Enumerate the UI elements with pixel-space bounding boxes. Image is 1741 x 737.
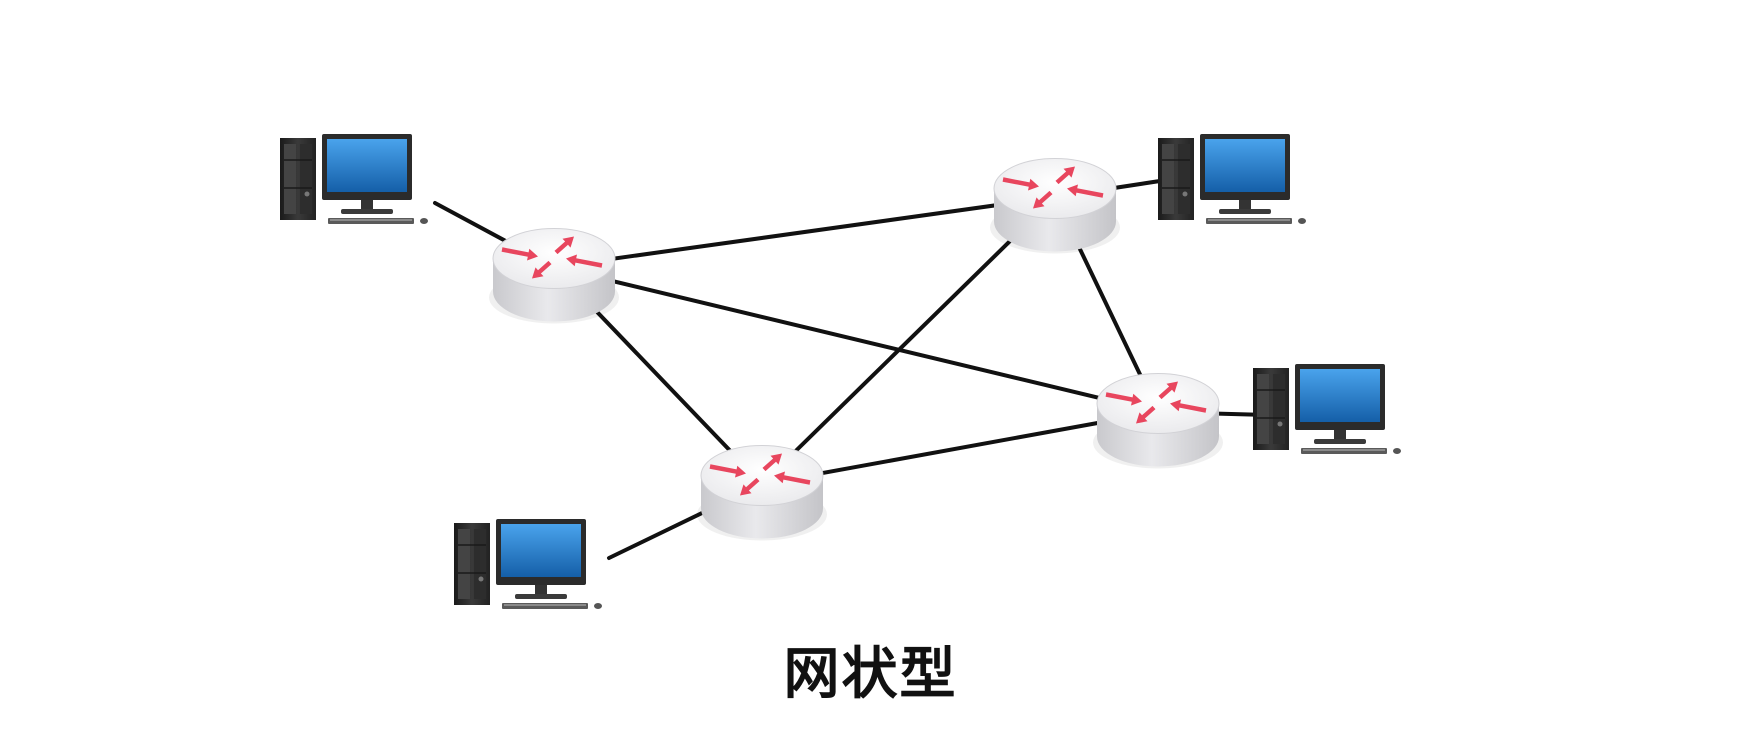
router-1-icon xyxy=(489,228,619,324)
pc-keyboard-keys xyxy=(1208,219,1290,221)
pc-power-led xyxy=(304,191,310,197)
router-top xyxy=(1096,373,1220,434)
pc-tower-bay xyxy=(458,529,470,599)
router-arrow xyxy=(1158,381,1178,400)
router-top xyxy=(492,228,616,289)
link-router-3-router-4 xyxy=(760,410,1160,486)
router-top xyxy=(993,158,1117,219)
router-top xyxy=(700,445,824,506)
nodes-layer xyxy=(280,134,1401,609)
link-router-2-router-3 xyxy=(760,195,1057,486)
router-arrow xyxy=(1055,166,1075,185)
pc-screen xyxy=(1300,369,1380,422)
pc-3-computer-icon xyxy=(1253,364,1401,454)
router-2-icon xyxy=(990,158,1120,254)
router-arrow xyxy=(566,254,603,268)
pc-2-computer-icon xyxy=(1158,134,1306,224)
link-router-1-router-2 xyxy=(552,195,1057,269)
link-router-1-router-4 xyxy=(552,265,1160,414)
pc-tower-bay xyxy=(1257,374,1269,444)
pc-stand xyxy=(361,200,373,209)
pc-mouse xyxy=(594,603,602,609)
diagram-caption: 网状型 xyxy=(783,642,958,707)
router-3-icon xyxy=(697,445,827,541)
pc-keyboard-keys xyxy=(330,219,412,221)
pc-stand-base xyxy=(341,209,393,214)
router-arrow xyxy=(1002,177,1039,191)
router-arrow xyxy=(501,247,538,261)
pc-keyboard-keys xyxy=(1303,449,1385,451)
pc-mouse xyxy=(1393,448,1401,454)
router-arrow xyxy=(709,464,746,478)
pc-stand xyxy=(1239,200,1251,209)
router-arrow xyxy=(774,471,811,485)
pc-tower-bay xyxy=(300,144,312,214)
pc-4-computer-icon xyxy=(454,519,602,609)
router-arrow xyxy=(1105,392,1142,406)
pc-tower-bay xyxy=(284,144,296,214)
router-arrow xyxy=(740,477,760,496)
pc-power-led xyxy=(1182,191,1188,197)
router-arrow xyxy=(1067,184,1104,198)
pc-stand-base xyxy=(515,594,567,599)
pc-tower-bay xyxy=(474,529,486,599)
pc-power-led xyxy=(478,576,484,582)
router-arrow xyxy=(1033,190,1053,209)
router-arrow xyxy=(1170,399,1207,413)
router-4-icon xyxy=(1093,373,1223,469)
router-arrow xyxy=(554,236,574,255)
pc-tower-bay xyxy=(1162,144,1174,214)
pc-stand xyxy=(1334,430,1346,439)
pc-mouse xyxy=(420,218,428,224)
pc-mouse xyxy=(1298,218,1306,224)
pc-screen xyxy=(501,524,581,577)
pc-stand-base xyxy=(1219,209,1271,214)
pc-tower-bay xyxy=(1178,144,1190,214)
router-arrow xyxy=(762,453,782,472)
pc-screen xyxy=(1205,139,1285,192)
pc-power-led xyxy=(1277,421,1283,427)
pc-keyboard-keys xyxy=(504,604,586,606)
pc-tower-bay xyxy=(1273,374,1285,444)
pc-stand xyxy=(535,585,547,594)
router-arrow xyxy=(1136,405,1156,424)
pc-stand-base xyxy=(1314,439,1366,444)
router-arrow xyxy=(532,260,552,279)
pc-screen xyxy=(327,139,407,192)
pc-1-computer-icon xyxy=(280,134,428,224)
